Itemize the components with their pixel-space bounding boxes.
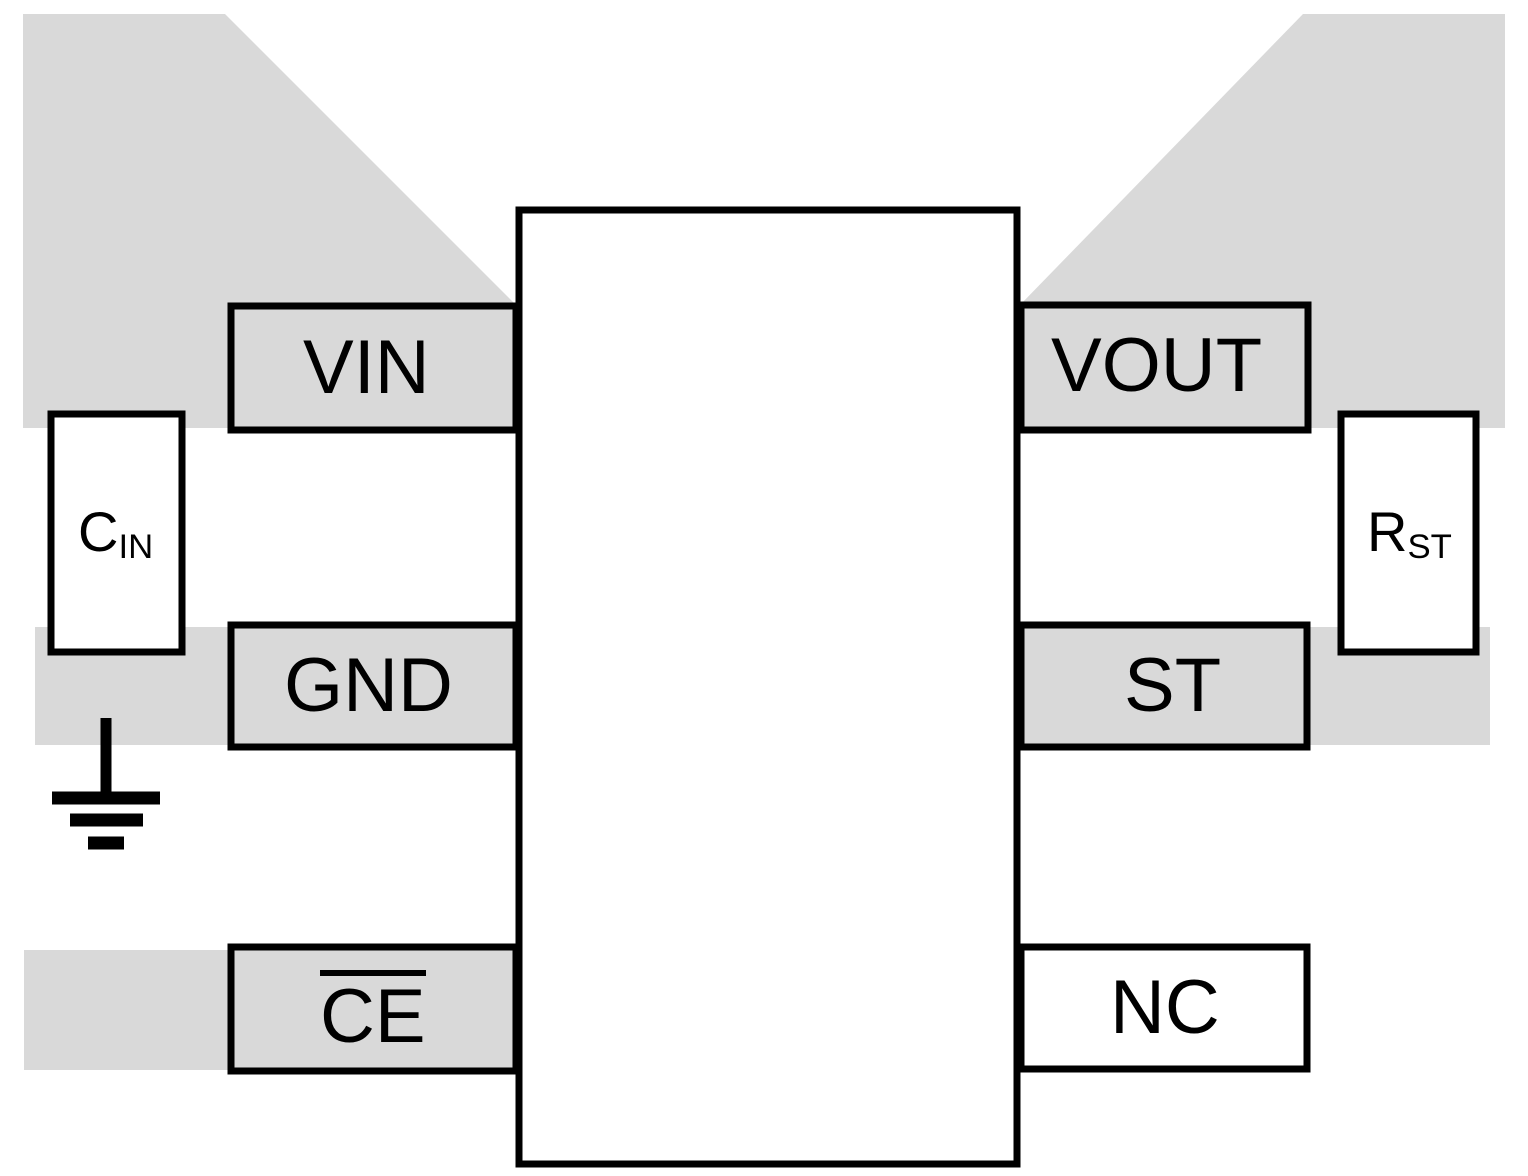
pin-label-ce: CE — [320, 970, 426, 1055]
ground-symbol — [52, 718, 160, 850]
component-box-cin[interactable] — [47, 410, 186, 656]
pin-label-st: ST — [1124, 643, 1222, 728]
pin-pad-nc[interactable] — [1017, 943, 1311, 1073]
pin-pad-st[interactable] — [1017, 621, 1311, 751]
pin-label-ce-text: CE — [320, 970, 426, 1055]
component-label-cin: CIN — [78, 504, 153, 565]
pin-label-nc: NC — [1110, 965, 1220, 1050]
pin-pad-ce[interactable] — [227, 943, 520, 1075]
component-label-cin-symbol: C — [78, 500, 119, 563]
pin-pad-gnd[interactable] — [227, 621, 520, 751]
pin-label-vin: VIN — [303, 325, 430, 410]
pin-label-gnd: GND — [284, 643, 453, 728]
component-label-cin-subscript: IN — [118, 527, 154, 566]
component-label-rst: RST — [1367, 504, 1452, 565]
component-label-rst-symbol: R — [1367, 500, 1408, 563]
pin-pad-vout[interactable] — [1017, 301, 1312, 434]
pin-label-vout: VOUT — [1051, 323, 1263, 408]
pin-pad-vin[interactable] — [227, 302, 520, 434]
component-box-rst[interactable] — [1337, 410, 1480, 656]
regulator-ic-body[interactable] — [515, 206, 1021, 1168]
component-label-rst-subscript: ST — [1407, 527, 1452, 566]
